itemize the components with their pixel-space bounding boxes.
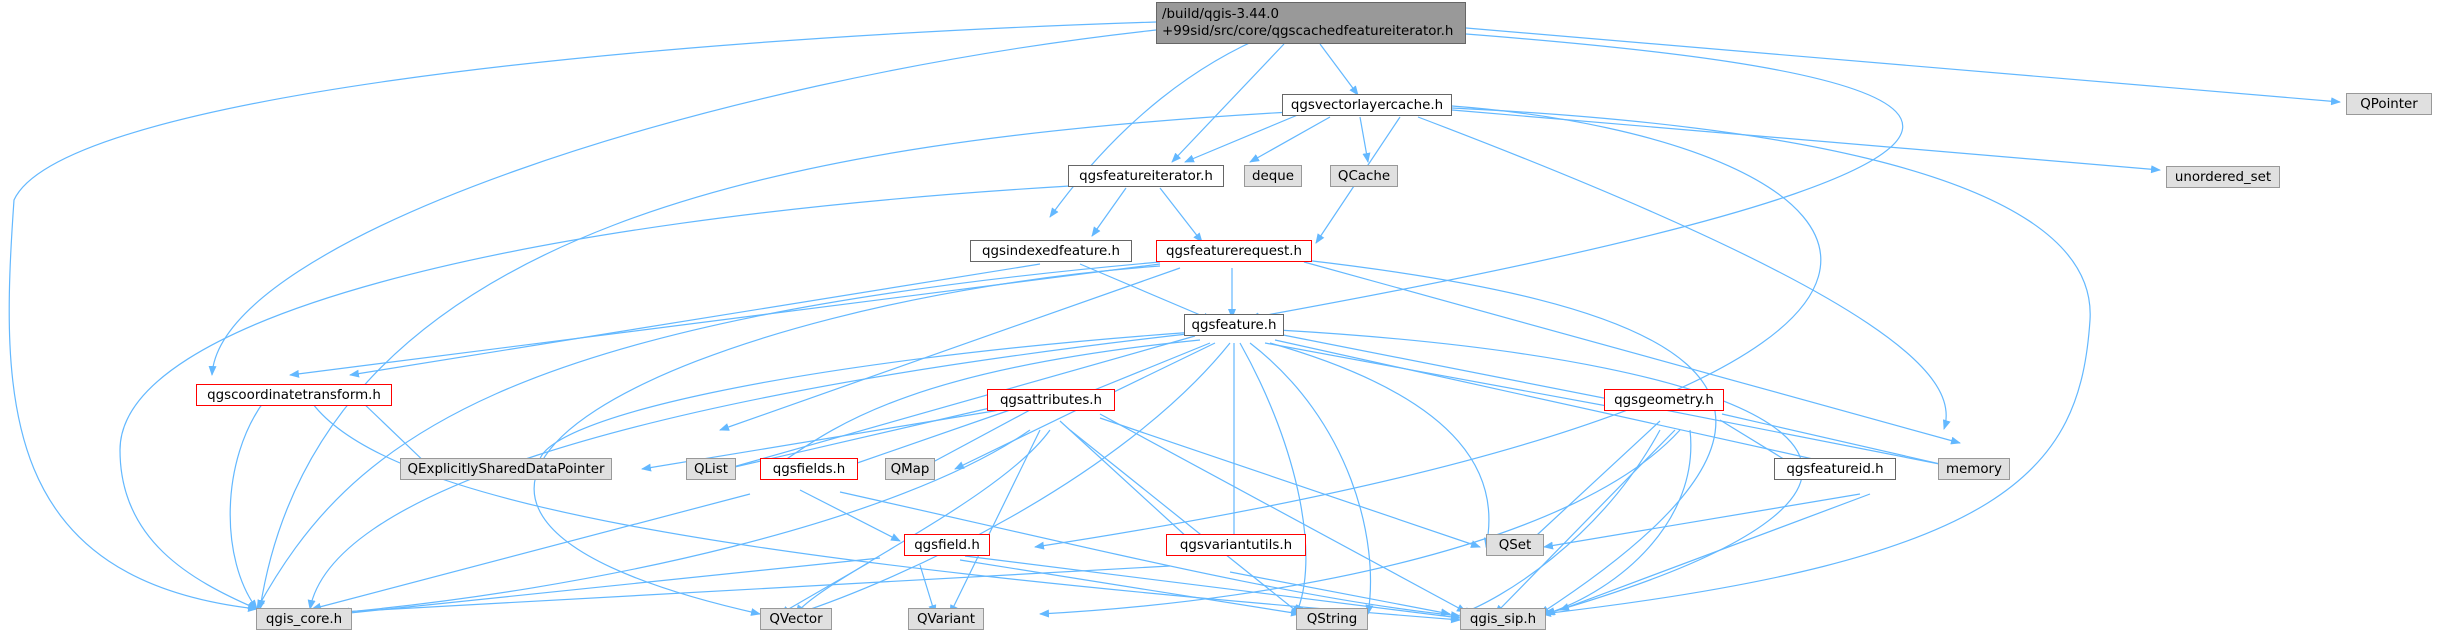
edge [1303,261,1961,445]
edge [1523,420,1661,548]
edge [1264,342,1619,411]
edge [289,263,1161,378]
edge [339,557,881,618]
edge [1545,429,1692,616]
node-qgsindexedfeature[interactable]: qgsindexedfeature.h [970,240,1132,262]
node-qgscoordinatetransform[interactable]: qgscoordinatetransform.h [196,384,392,406]
edge [309,399,1461,624]
edge [229,399,266,610]
edge [1099,413,1467,613]
edge [1543,493,1861,550]
node-qgsfields[interactable]: qgsfields.h [760,458,858,480]
edge [119,185,1071,610]
edge [359,399,433,470]
edge [919,564,937,615]
edge [1249,342,1374,615]
edge [1039,429,1681,618]
edge [1559,493,1871,611]
edge [1721,413,1963,471]
node-qvector[interactable]: QVector [760,608,832,630]
root-file-path-line1: /build/qgis-3.44.0 [1162,7,1280,22]
edge [1171,43,1285,163]
node-qset[interactable]: QSet [1486,534,1544,556]
node-qstring[interactable]: QString [1296,608,1368,630]
edge [919,409,1031,470]
node-qcache[interactable]: QCache [1330,165,1398,187]
edge [1494,429,1676,615]
edge [257,111,1291,610]
node-qmap[interactable]: QMap [885,458,935,480]
node-qgsvariantutils[interactable]: qgsvariantutils.h [1166,534,1306,556]
edge [949,429,1041,615]
node-qvariant[interactable]: QVariant [908,608,984,630]
edge [779,561,871,615]
edge [1451,107,2091,617]
edge [307,332,1197,610]
edge [1249,33,1904,321]
edge [208,29,1157,376]
edge [1099,417,1481,548]
edge [1465,27,2341,106]
edge [1277,329,1804,616]
edge [256,261,1161,610]
node-qgsfeatureiterator[interactable]: qgsfeatureiterator.h [1068,165,1224,187]
root-file-node[interactable]: /build/qgis-3.44.0 +99sid/src/core/qgsca… [1156,2,1466,44]
edge [1417,116,1951,430]
edge [1079,263,1213,321]
node-unordered-set[interactable]: unordered_set [2166,166,2280,188]
edge [339,565,1171,616]
edge [1303,259,1717,615]
node-qgsattributes[interactable]: qgsattributes.h [987,389,1115,411]
edge [1049,29,1281,218]
edge [1091,187,1127,237]
node-qgsfield[interactable]: qgsfield.h [904,534,990,556]
edge [8,21,1157,612]
edge [839,491,1461,620]
edge [1249,116,1331,163]
edge [1034,105,1822,550]
node-qgis-core[interactable]: qgis_core.h [256,608,352,630]
edge [1229,571,1451,617]
edge [1319,43,1359,96]
edge [1274,339,1859,471]
edge [964,555,1461,621]
node-deque[interactable]: deque [1244,165,1302,187]
root-file-path-line2: +99sid/src/core/qgscachedfeatureiterator… [1162,24,1454,39]
node-qgsfeaturerequest[interactable]: qgsfeaturerequest.h [1156,240,1312,262]
edge [959,559,1301,617]
edge [1159,187,1203,243]
edge [1359,116,1371,163]
node-qgsfeature[interactable]: qgsfeature.h [1184,314,1284,336]
edge [795,342,1231,616]
node-qlist[interactable]: QList [686,458,736,480]
node-qpointer[interactable]: QPointer [2346,93,2432,115]
edge [1269,342,1492,548]
edge [1059,420,1201,550]
edge [839,409,1011,470]
edge [324,429,1031,618]
node-qgsfeatureid[interactable]: qgsfeatureid.h [1774,458,1896,480]
edge [1239,342,1307,615]
edge [311,493,751,611]
node-qgsgeometry[interactable]: qgsgeometry.h [1604,389,1724,411]
edge [799,489,901,542]
edge [1459,429,1661,615]
edge [533,265,1161,616]
edge [1069,429,1301,615]
edge [719,267,1181,431]
node-qexplicitlyshareddatapointer[interactable]: QExplicitlySharedDataPointer [400,458,612,480]
node-qgsvectorlayercache[interactable]: qgsvectorlayercache.h [1282,94,1452,116]
node-memory[interactable]: memory [1938,458,2010,480]
edge [1184,113,1301,163]
edge [532,331,1196,470]
edge [349,263,1041,378]
node-qgis-sip[interactable]: qgis_sip.h [1460,608,1546,630]
